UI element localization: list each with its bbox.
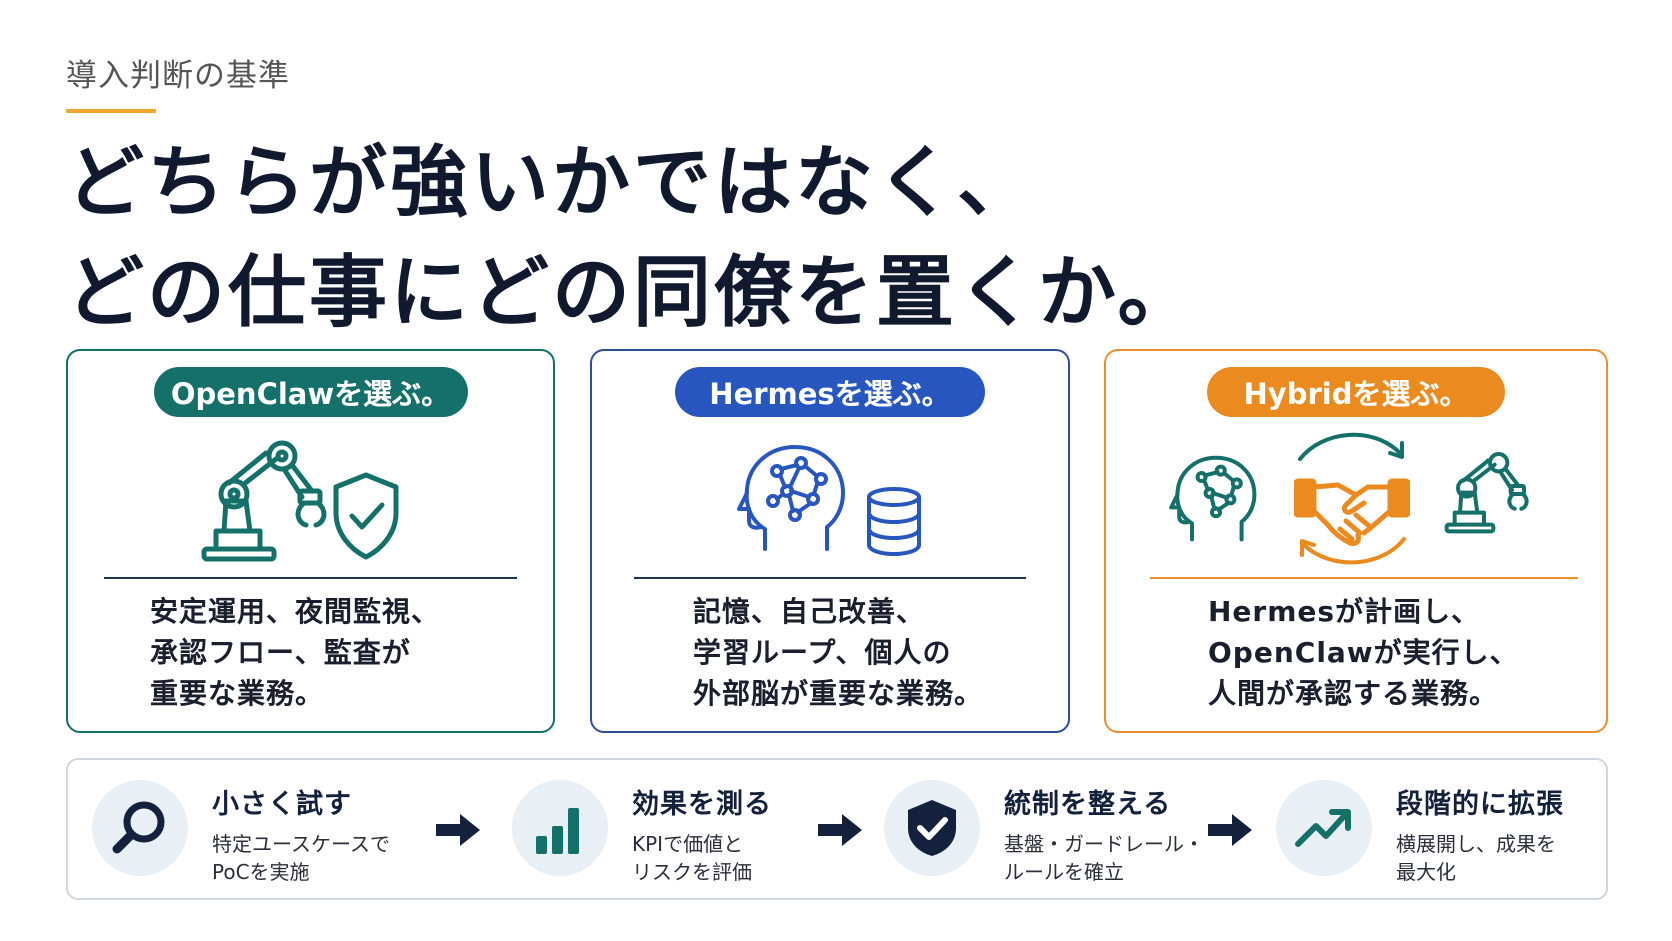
card-openclaw-line-2: 承認フロー、監査が	[150, 636, 411, 669]
step-measure-badge	[512, 780, 608, 876]
headline-line-1: どちらが強いかではなく、	[66, 138, 1039, 228]
card-hybrid-description: Hermesが計画し、 OpenClawが実行し、 人間が承認する業務。	[1208, 591, 1519, 714]
step-measure-desc-1: KPIで価値と	[632, 832, 744, 856]
card-hybrid-label: Hybridを選ぶ。	[1207, 367, 1505, 417]
step-try-small-desc: 特定ユースケースで PoCを実施	[212, 830, 390, 886]
shield-check-icon	[333, 472, 399, 560]
step-governance-title: 統制を整える	[1004, 789, 1172, 820]
step-measure-desc: KPIで価値と リスクを評価	[632, 830, 752, 886]
card-hermes-line-3: 外部脳が重要な業務。	[693, 677, 984, 710]
step-scale-desc-1: 横展開し、成果を	[1396, 832, 1556, 856]
robot-arm-icon	[1444, 451, 1529, 534]
trend-up-icon	[1295, 809, 1351, 847]
step-scale-desc-2: 最大化	[1396, 860, 1456, 884]
step-try-small-badge	[92, 780, 188, 876]
card-hermes-description: 記憶、自己改善、 学習ループ、個人の 外部脳が重要な業務。	[693, 591, 983, 714]
card-openclaw: OpenClawを選ぶ。 安定運用、夜間監視、 承認フロー、監査が 重要な業務。	[66, 349, 555, 733]
cycle-arrows-icon	[1298, 432, 1406, 565]
card-hybrid-line-1: Hermesが計画し、	[1208, 595, 1481, 628]
card-hermes-divider	[634, 577, 1026, 579]
magnifier-icon	[112, 801, 165, 854]
card-openclaw-line-1: 安定運用、夜間監視、	[150, 595, 441, 628]
arrow-right-icon	[436, 814, 480, 846]
card-openclaw-description: 安定運用、夜間監視、 承認フロー、監査が 重要な業務。	[150, 591, 440, 714]
step-governance-desc-1: 基盤・ガードレール・	[1004, 832, 1204, 856]
headline: どちらが強いかではなく、 どの仕事にどの同僚を置くか。	[66, 128, 1198, 348]
card-hermes-line-2: 学習ループ、個人の	[693, 636, 952, 669]
card-hybrid: Hybridを選ぶ。	[1104, 349, 1608, 733]
bar-chart-icon	[536, 808, 579, 854]
card-hybrid-illustration	[1106, 429, 1606, 569]
card-hermes-illustration	[592, 429, 1068, 569]
eyebrow-accent-bar	[66, 109, 156, 113]
step-measure-title: 効果を測る	[632, 789, 772, 820]
database-icon	[867, 487, 921, 557]
step-measure-desc-2: リスクを評価	[632, 860, 752, 884]
card-openclaw-illustration	[68, 429, 553, 569]
handshake-icon	[1294, 478, 1410, 546]
shield-check-icon	[908, 800, 956, 856]
card-hermes-label: Hermesを選ぶ。	[675, 367, 985, 417]
brain-head-icon	[1169, 455, 1257, 542]
step-scale-title: 段階的に拡張	[1396, 789, 1564, 820]
card-openclaw-label: OpenClawを選ぶ。	[153, 367, 468, 417]
step-try-small-title: 小さく試す	[212, 789, 352, 820]
arrow-right-icon	[818, 814, 862, 846]
card-openclaw-divider	[104, 577, 517, 579]
step-governance-desc: 基盤・ガードレール・ ルールを確立	[1004, 830, 1204, 886]
arrow-right-icon	[1208, 814, 1252, 846]
headline-line-2: どの仕事にどの同僚を置くか。	[66, 248, 1199, 338]
card-hybrid-divider	[1150, 577, 1578, 579]
step-scale-badge	[1276, 780, 1372, 876]
brain-head-icon	[737, 445, 845, 551]
step-governance-desc-2: ルールを確立	[1004, 860, 1124, 884]
card-hermes: Hermesを選ぶ。 記憶、自己改善、 学習ループ、個人の 外部脳が重要な業務。	[590, 349, 1070, 733]
adoption-steps: 小さく試す 特定ユースケースで PoCを実施 効果を測る KPIで価値と リスク…	[66, 758, 1608, 900]
eyebrow-label: 導入判断の基準	[66, 58, 290, 94]
card-hybrid-line-2: OpenClawが実行し、	[1208, 636, 1519, 669]
step-governance-badge	[884, 780, 980, 876]
robot-arm-icon	[201, 440, 327, 562]
step-scale-desc: 横展開し、成果を 最大化	[1396, 830, 1556, 886]
step-try-small-desc-1: 特定ユースケースで	[212, 832, 390, 856]
step-try-small-desc-2: PoCを実施	[212, 860, 310, 884]
card-hybrid-line-3: 人間が承認する業務。	[1208, 677, 1499, 710]
card-hermes-line-1: 記憶、自己改善、	[693, 595, 926, 628]
card-openclaw-line-3: 重要な業務。	[150, 677, 325, 710]
